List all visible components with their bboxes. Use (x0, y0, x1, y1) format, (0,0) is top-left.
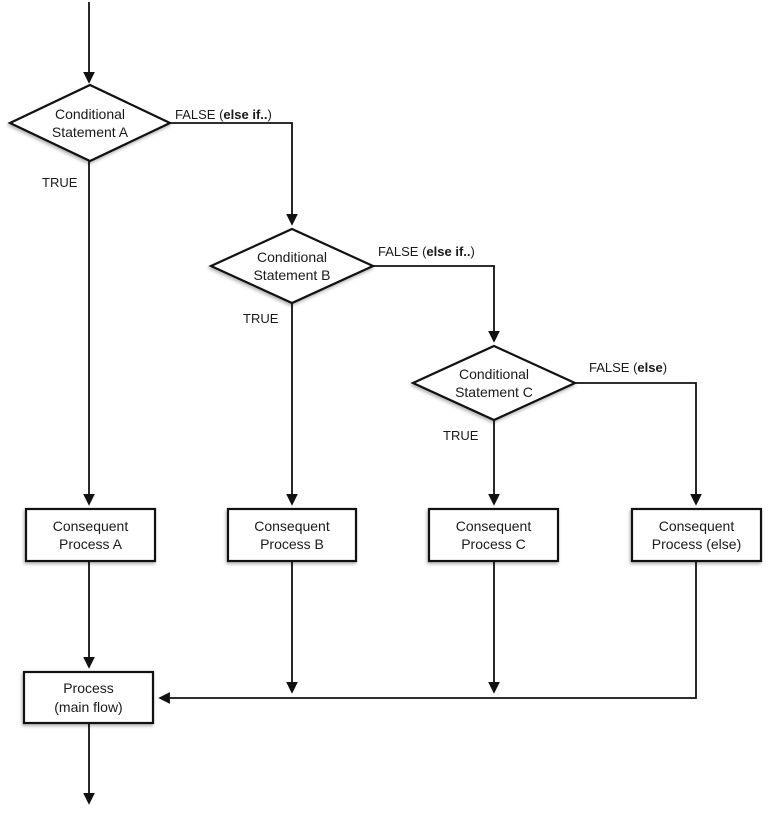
box-process-main (22, 670, 155, 725)
box-consequent-b (226, 507, 358, 563)
box-consequent-c (427, 507, 560, 563)
diamond-conditional-c (410, 344, 578, 422)
box-consequent-else (630, 507, 763, 563)
edge-false-c (575, 382, 702, 506)
diamond-conditional-a (7, 83, 173, 163)
edge-false-b (373, 265, 500, 343)
diamond-conditional-b (208, 227, 376, 305)
edge-proc-else-to-main (158, 561, 697, 704)
box-consequent-a (24, 507, 157, 563)
edge-false-a (170, 122, 298, 226)
